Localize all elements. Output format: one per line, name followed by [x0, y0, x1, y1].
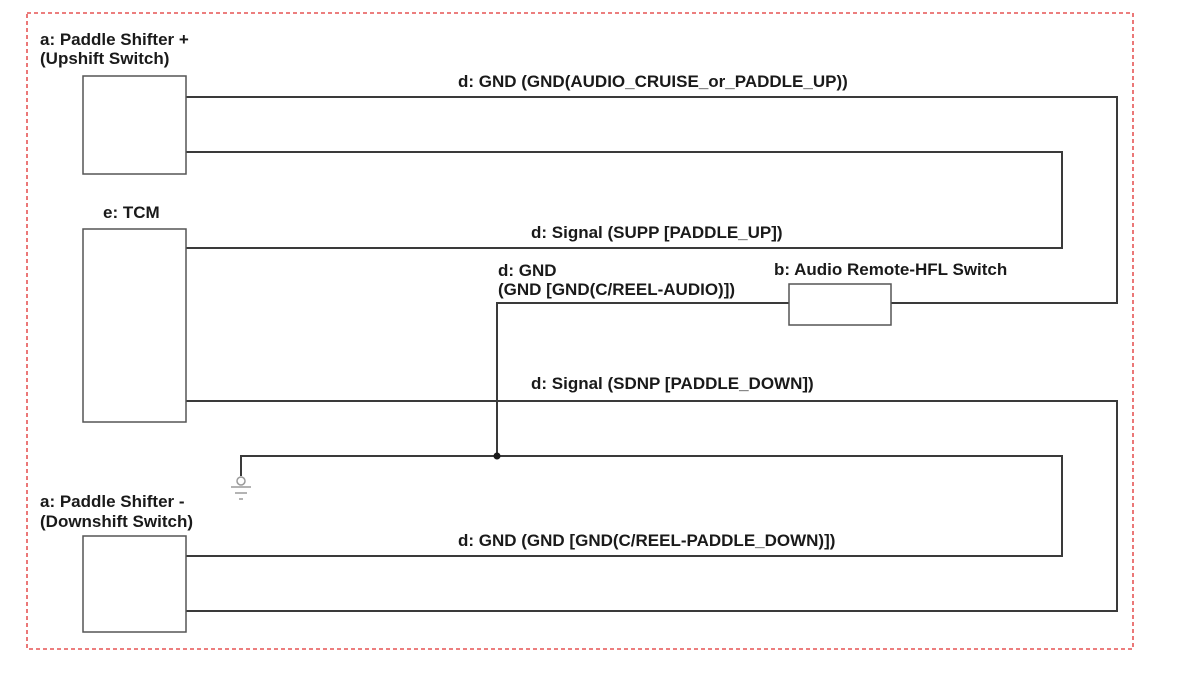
paddle-shifter-down-box: [82, 535, 187, 633]
wire-label-gnd-paddle-up: d: GND (GND(AUDIO_CRUISE_or_PADDLE_UP)): [458, 72, 848, 91]
ground-icon: [231, 476, 251, 500]
paddle-shifter-up-label-line2: (Upshift Switch): [40, 49, 169, 68]
wire-label-gnd-audio-line1: d: GND: [498, 261, 557, 280]
tcm-label: e: TCM: [103, 203, 160, 222]
wire-label-signal-down: d: Signal (SDNP [PADDLE_DOWN]): [531, 374, 814, 393]
paddle-shifter-down-label-line1: a: Paddle Shifter -: [40, 492, 185, 511]
audio-remote-switch-label: b: Audio Remote-HFL Switch: [774, 260, 1007, 279]
wire-gnd-paddle-down: [186, 455, 1063, 557]
audio-remote-switch-box: [788, 283, 892, 326]
wire-label-gnd-paddle-down: d: GND (GND [GND(C/REEL-PADDLE_DOWN)]): [458, 531, 835, 550]
paddle-shifter-up-box: [82, 75, 187, 175]
wire-label-gnd-audio-line2: (GND [GND(C/REEL-AUDIO)]): [498, 280, 735, 299]
wire-label-signal-up: d: Signal (SUPP [PADDLE_UP]): [531, 223, 783, 242]
wire-signal-paddle-up: [186, 151, 1063, 249]
paddle-shifter-down-label-line2: (Downshift Switch): [40, 512, 193, 531]
tcm-box: [82, 228, 187, 423]
paddle-shifter-up-label-line1: a: Paddle Shifter +: [40, 30, 189, 49]
diagram-frame: [26, 12, 1134, 650]
wire-gnd-paddle-up: [186, 96, 1118, 304]
junction-dot: [493, 452, 501, 460]
wire-signal-paddle-down: [186, 400, 1118, 612]
wire-gnd-audio: [496, 302, 789, 456]
